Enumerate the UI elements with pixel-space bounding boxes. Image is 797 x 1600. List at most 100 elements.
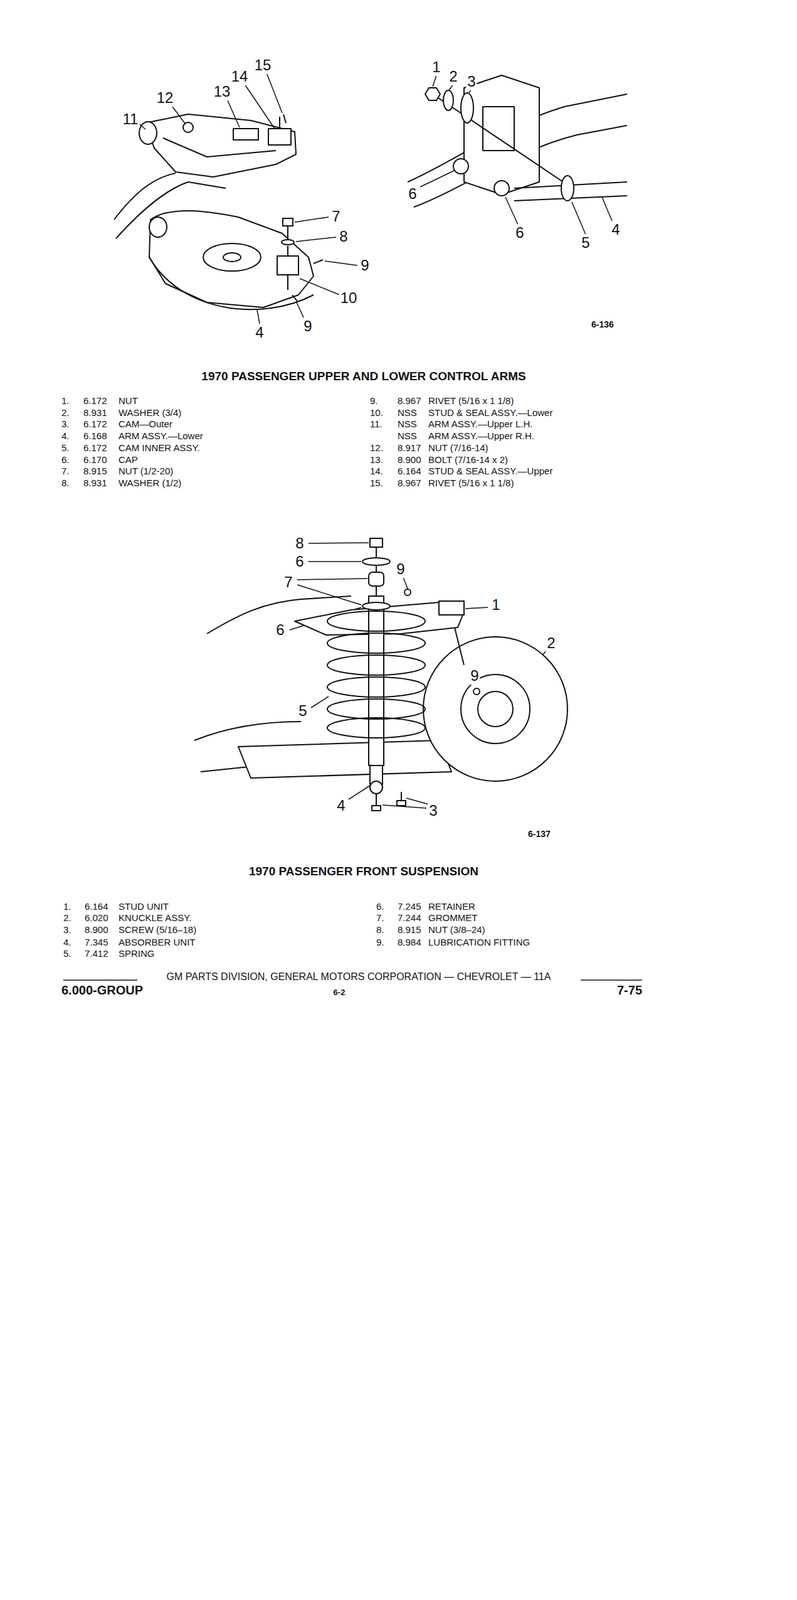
parts-list-cell: KNUCKLE ASSY. [118, 911, 192, 923]
parts-list-cell: 8.931 [83, 477, 108, 488]
drawing-circle [369, 780, 383, 794]
drawing-rect [368, 595, 384, 766]
parts-list-cell: 6.168 [83, 430, 108, 441]
parts-list-cell: LUBRICATION FITTING [428, 936, 530, 947]
parts-list-cell: 8.984 [397, 936, 422, 947]
parts-list-cell: ARM ASSY.—Lower [118, 430, 204, 441]
parts-list-cell: NUT (3/8–24) [428, 923, 486, 935]
parts-list-cell: 8. [376, 923, 385, 935]
parts-list-cell: 7. [376, 911, 385, 923]
parts-list-cell: 6.020 [84, 911, 109, 923]
parts-list-cell: BOLT (7/16-14 x 2) [428, 453, 508, 465]
parts-list-cell: 8.967 [397, 477, 422, 488]
figure-number: 6-136 [591, 319, 614, 330]
callout-number: 9 [395, 559, 406, 578]
parts-list-cell: CAM INNER ASSY. [118, 442, 201, 453]
callout-number: 8 [294, 534, 305, 552]
drawing-path [244, 84, 275, 129]
drawing-path [571, 201, 586, 235]
callout-number: 1 [490, 595, 502, 614]
drawing-rect [482, 106, 515, 151]
drawing-circle [404, 588, 411, 596]
callout-number: 7 [330, 207, 342, 226]
figure-heading: 1970 PASSENGER UPPER AND LOWER CONTROL A… [201, 369, 526, 384]
parts-list-cell: NSS [397, 418, 417, 429]
drawing-rect [369, 538, 383, 547]
drawing-rect [371, 805, 381, 811]
page-code: 7-75 [617, 982, 643, 998]
drawing-path [279, 116, 281, 129]
parts-list-cell: CAM—Outer [118, 418, 173, 429]
parts-list-cell: NSS [397, 430, 417, 441]
callout-number: 9 [359, 256, 370, 275]
parts-list-cell: 15. [369, 477, 384, 488]
front-suspension-figure [194, 538, 568, 811]
parts-list-cell: 3. [61, 418, 70, 429]
parts-list-cell: 7.345 [84, 936, 109, 947]
parts-list-cell: WASHER (1/2) [118, 477, 182, 488]
drawing-path [194, 721, 301, 740]
callout-number: 1 [430, 58, 442, 76]
parts-list-cell: STUD & SEAL ASSY.—Lower [428, 406, 553, 418]
parts-list-cell: 8.915 [397, 923, 422, 935]
callout-number: 3 [427, 801, 439, 819]
callout-number: 13 [212, 82, 233, 101]
drawing-path [297, 584, 362, 605]
drawing-path [283, 114, 286, 123]
drawing-path [308, 542, 369, 544]
parts-list-cell: 8. [61, 477, 70, 488]
parts-list-cell: 5. [63, 947, 72, 959]
drawing-path [295, 237, 337, 242]
parts-list-cell: 2. [61, 406, 70, 418]
callout-number: 4 [253, 323, 265, 342]
parts-list-cell: 4. [63, 936, 72, 947]
parts-list-cell: RIVET (5/16 x 1 1/8) [428, 395, 514, 406]
callout-number: 6 [514, 223, 525, 242]
callout-number: 15 [253, 56, 273, 74]
parts-list-cell: RIVET (5/16 x 1 1/8) [428, 477, 514, 488]
parts-list-cell: 7. [61, 465, 70, 476]
drawing-circle [183, 122, 194, 133]
drawing-path [226, 99, 240, 128]
drawing-ellipse [139, 121, 157, 145]
drawing-path [324, 260, 358, 266]
drawing-path [348, 785, 370, 799]
parts-list-cell: 5. [61, 442, 70, 453]
callout-number: 9 [469, 666, 480, 685]
drawing-path [465, 606, 488, 609]
drawing-path [292, 294, 298, 301]
callout-number: 10 [339, 289, 359, 307]
drawing-path [432, 75, 437, 87]
drawing-rect [396, 800, 406, 806]
parts-list-cell: 8.967 [397, 395, 422, 406]
parts-list-cell: 10. [369, 406, 384, 418]
parts-list-cell: 8.915 [83, 465, 108, 476]
parts-list-cell: 6.164 [84, 900, 109, 912]
drawing-circle [473, 687, 480, 695]
control-arms-figure [114, 75, 628, 310]
parts-list-cell: 6. [376, 900, 385, 912]
drawing-ellipse [327, 610, 426, 631]
parts-list-cell: 8.900 [84, 923, 109, 935]
drawing-path [432, 94, 571, 187]
parts-list-cell: 8.917 [397, 442, 422, 453]
parts-list-cell: GROMMET [428, 911, 478, 923]
drawing-path [505, 196, 518, 225]
drawing-path [420, 170, 454, 187]
drawing-line [580, 978, 643, 981]
parts-list-cell: RETAINER [428, 900, 476, 912]
drawing-circle [453, 158, 469, 174]
parts-list-cell: ARM ASSY.—Upper R.H. [428, 430, 535, 441]
parts-list-cell: 7.244 [397, 911, 422, 923]
drawing-path [266, 72, 283, 113]
drawing-ellipse [561, 175, 574, 201]
drawing-rect [268, 128, 291, 145]
drawing-path [149, 210, 314, 308]
drawing-path [400, 791, 402, 801]
parts-list-cell: CAP [118, 453, 138, 465]
parts-list-cell: NUT (7/16-14) [428, 442, 489, 453]
drawing-ellipse [203, 243, 261, 271]
figure-number: 6-137 [527, 828, 551, 839]
callout-number: 8 [337, 227, 349, 246]
